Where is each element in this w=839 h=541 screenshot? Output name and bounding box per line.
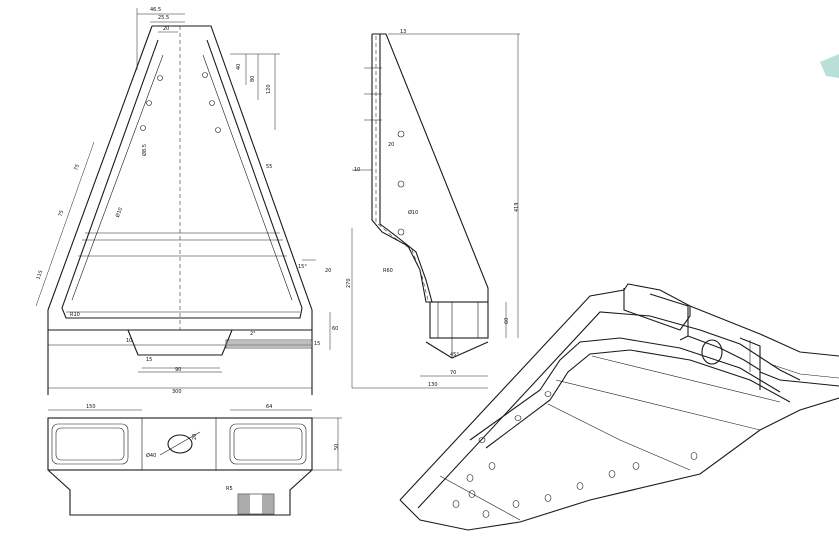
- hole-icon: [146, 100, 152, 106]
- dim-slope-c: 115: [36, 270, 45, 281]
- bore-icon: [167, 434, 193, 454]
- plan-dim-detail: R5: [226, 486, 233, 492]
- hole-icon: [488, 462, 496, 470]
- hole-icon: [576, 482, 584, 490]
- hole-icon: [544, 391, 552, 397]
- dim-center-low: 90: [175, 367, 181, 373]
- dim-top-mid: 25.5: [158, 15, 169, 21]
- dim-right-a: 40: [236, 64, 242, 70]
- front-view: 46.5 25.5 20 40 80 120 Ø8.5 Ø10 75 75 11…: [36, 7, 338, 395]
- plan-dim-right-w: 64: [266, 404, 272, 410]
- hole-icon: [140, 125, 146, 131]
- hole-icon: [608, 470, 616, 478]
- plan-dim-inner: 20: [192, 434, 198, 440]
- hole-icon: [466, 474, 474, 482]
- hole-icon: [215, 127, 221, 133]
- side-dim-lower-h: 270: [346, 278, 352, 288]
- dim-slope-right: 55: [266, 164, 272, 170]
- plan-view: 150 64 Ø40 20 50 R5: [47, 404, 342, 516]
- side-dim-angle: 45°: [450, 352, 459, 358]
- dim-overall-width: 300: [172, 389, 182, 395]
- dim-slope-a: 75: [73, 163, 81, 171]
- dim-radius-bottom: R10: [70, 312, 80, 318]
- side-dim-mid: 10: [354, 167, 360, 173]
- hole-icon: [514, 415, 522, 421]
- dim-left-low2: 15: [146, 357, 152, 363]
- dim-left-low: 10: [126, 338, 132, 344]
- side-dim-height: 419: [514, 202, 520, 212]
- hole-icon: [202, 72, 208, 78]
- side-dim-foot-h: 60: [504, 318, 510, 324]
- hole-icon: [512, 500, 520, 508]
- hole-icon: [632, 462, 640, 470]
- dim-right-b: 80: [250, 76, 256, 82]
- dim-top-inner: 20: [163, 26, 169, 32]
- plan-dim-depth: 50: [334, 444, 340, 450]
- dim-slope-b: 75: [58, 210, 66, 218]
- side-dim-hole-b: Ø10: [408, 209, 418, 216]
- hole-icon: [468, 490, 476, 498]
- dim-top-outer: 46.5: [150, 7, 161, 13]
- dim-hole-a: Ø8.5: [141, 144, 148, 156]
- hole-icon: [209, 100, 215, 106]
- dim-right-h3: 60: [332, 326, 338, 332]
- hole-icon: [482, 510, 490, 518]
- dim-right-c: 120: [266, 84, 272, 94]
- hole-icon: [397, 130, 405, 138]
- dim-angle-bottom: 2°: [250, 331, 256, 337]
- corner-mark-icon: [820, 54, 839, 78]
- dim-right-h2: 20: [325, 268, 331, 274]
- plan-dim-hole: Ø40: [146, 452, 156, 459]
- side-dim-foot-w: 70: [450, 370, 456, 376]
- hole-icon: [544, 494, 552, 502]
- dim-angle-top: 15°: [298, 264, 307, 270]
- side-dim-top: 13: [400, 29, 406, 35]
- hole-icon: [397, 180, 405, 188]
- hole-icon: [157, 75, 163, 81]
- side-dim-hole-a: 20: [388, 142, 394, 148]
- isometric-view: [399, 283, 839, 531]
- hole-icon: [397, 228, 405, 236]
- plan-dim-left-w: 150: [86, 404, 96, 410]
- dim-hole-b: Ø10: [114, 206, 124, 218]
- hole-icon: [452, 500, 460, 508]
- hole-icon: [690, 452, 698, 460]
- side-dim-base-w: 130: [428, 382, 438, 388]
- side-dim-radius: R60: [383, 268, 393, 274]
- dim-right-h: 15: [314, 341, 320, 347]
- hole-icon: [478, 437, 486, 443]
- side-view: 13 20 10 Ø10 419 R60 270 60 45° 70 130: [346, 29, 520, 389]
